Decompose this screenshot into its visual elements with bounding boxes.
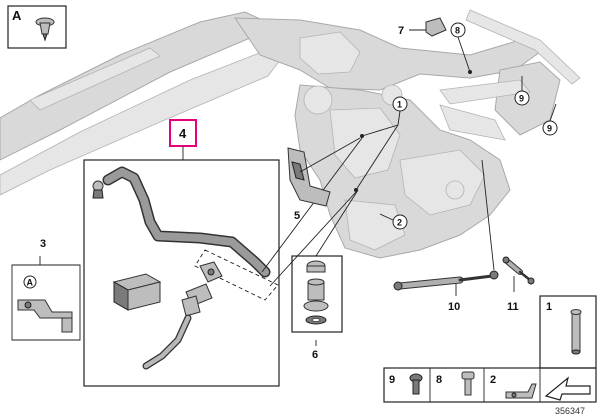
hook-icon xyxy=(505,383,537,399)
part-2-label: 2 xyxy=(397,218,402,228)
legend-row: 9 8 2 xyxy=(383,367,597,403)
part-11-label: 11 xyxy=(507,301,519,313)
foam-block-icon xyxy=(112,273,162,311)
hose-clip-icon xyxy=(92,180,104,199)
screw-icon xyxy=(409,373,423,395)
arrow-icon xyxy=(544,376,591,401)
part-8-label: 8 xyxy=(455,26,460,36)
connector-icon xyxy=(181,261,223,317)
cover-plate-icon xyxy=(287,147,331,207)
part-5-label: 5 xyxy=(294,210,300,222)
part-6-group: 6 xyxy=(291,189,359,361)
pin-icon xyxy=(570,309,582,355)
part-9-callouts: 9 9 xyxy=(514,76,558,136)
part-11-group: 11 xyxy=(502,256,535,313)
legend-item-1-box: 1 xyxy=(539,295,597,369)
part-9-label-a: 9 xyxy=(519,94,524,104)
part-5-group: 5 xyxy=(287,137,361,222)
part-1-callout: 1 xyxy=(354,96,408,192)
part-4-box xyxy=(83,159,280,387)
part-4-group: 4 xyxy=(83,119,363,387)
part-6-label: 6 xyxy=(312,349,318,361)
part-7-8-group: 7 8 xyxy=(398,17,472,74)
part-7-label: 7 xyxy=(398,25,404,37)
detail-a-letter: A xyxy=(12,8,22,23)
bolt-icon xyxy=(461,371,475,396)
part-1-label: 1 xyxy=(397,100,402,110)
bracket-icon xyxy=(17,299,73,333)
detail-a-box: A xyxy=(7,5,67,49)
part-3-label: 3 xyxy=(40,238,46,250)
legend-item-1-label: 1 xyxy=(546,301,552,313)
short-strut-icon xyxy=(502,256,535,285)
part-4-label: 4 xyxy=(179,126,187,141)
legend-item-9-label: 9 xyxy=(389,374,395,386)
part-2-callout: 2 xyxy=(379,213,408,230)
gas-strut-icon xyxy=(393,270,499,291)
part-9-label-b: 9 xyxy=(547,124,552,134)
background-assembly xyxy=(0,9,581,259)
detail-a-ref: A xyxy=(27,278,34,288)
part-3-group: 3 A xyxy=(11,238,81,341)
part-10-group: 10 xyxy=(393,159,499,313)
diagram-number: 356347 xyxy=(555,406,585,416)
latch-icon xyxy=(425,17,447,37)
detail-a-ref-circle xyxy=(23,275,37,289)
legend-item-2-label: 2 xyxy=(490,374,496,386)
part-10-label: 10 xyxy=(448,301,460,313)
grommet-stack-icon xyxy=(303,260,329,325)
legend-item-8-label: 8 xyxy=(436,374,442,386)
clip-icon xyxy=(35,17,55,42)
